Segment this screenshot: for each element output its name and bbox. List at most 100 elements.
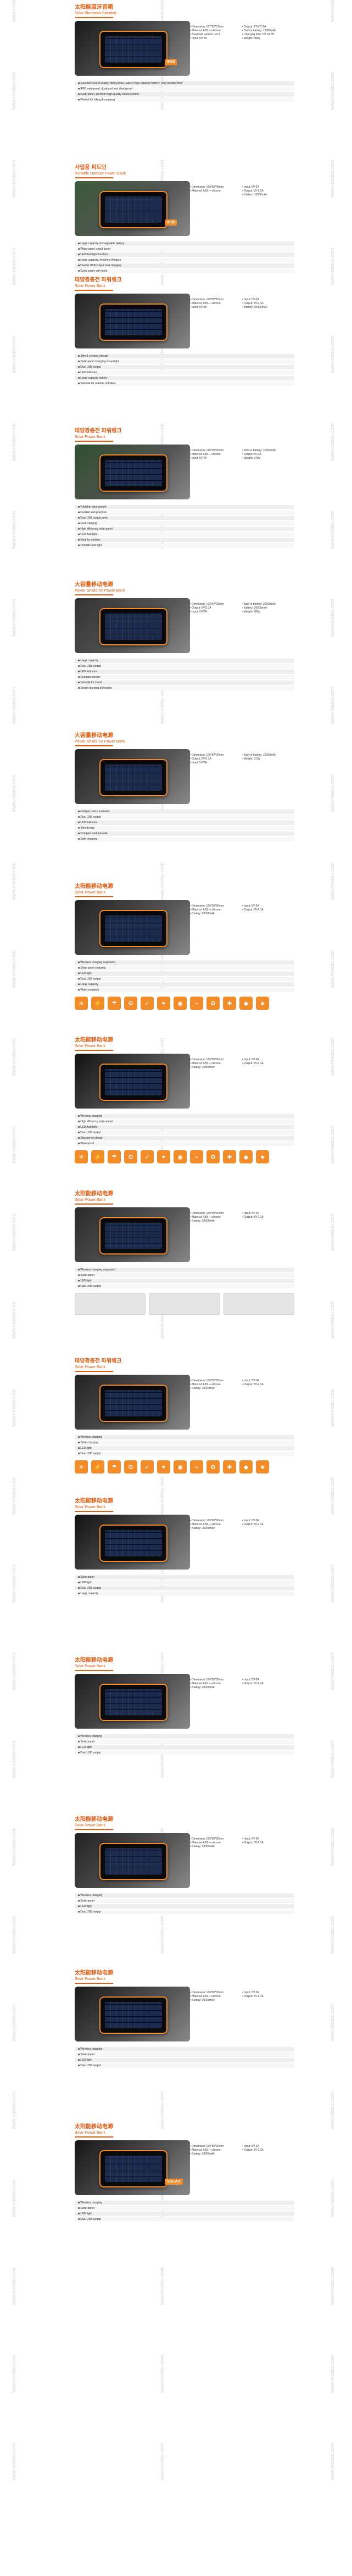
feature-icon: ☀ <box>75 1460 88 1473</box>
spec-cell: • Output: 5V-2.1A <box>242 1523 264 1526</box>
spec-row: • Input: 5V/2A• Weight: 385g <box>190 610 294 614</box>
spec-row: • Battery: 20000mAh <box>190 1999 294 2003</box>
solar-panel-grid <box>105 1069 162 1095</box>
spec-row: • Dimension: 180*95*20mm• Built-in batte… <box>190 449 294 453</box>
spec-cell: • Bluetooth version: V4.1 <box>190 33 220 36</box>
feature-item: ■ Wireless charging <box>75 2201 294 2205</box>
heading-underline <box>75 1511 113 1512</box>
spec-cell <box>242 761 294 765</box>
feature-icon: ◉ <box>174 997 187 1010</box>
feature-item: ■ Smart charging protection <box>75 686 294 690</box>
spec-row: • Dimension: 160*80*20mm• Input: 5V-2A <box>190 1519 294 1523</box>
feature-item: ■ Excellent sound quality, strong bass, … <box>75 81 294 86</box>
watermark-text: www.modou.com <box>329 2443 335 2481</box>
feature-item: ■ Dual USB output <box>75 815 294 819</box>
product-badge: SOLAR <box>165 2179 183 2185</box>
product-photo <box>75 181 190 236</box>
spec-cell: • Battery: 20000mAh <box>190 2152 215 2156</box>
spec-list: • Dimension: 160*80*20mm• Input: 5V-2A• … <box>190 1678 294 1690</box>
feature-item: ■ LED flashlight function <box>75 252 294 257</box>
feature-list: ■ Wireless charging supported■ Solar pan… <box>75 1268 294 1290</box>
spec-cell: • Built-in battery: 10000mAh <box>242 29 277 32</box>
section-title-cn: 大容量移动电源 <box>75 582 113 588</box>
feature-item: ■ Fast charging <box>75 521 294 526</box>
spec-cell <box>242 1219 294 1223</box>
spec-cell: • Input: 5V-2A <box>242 1991 259 1994</box>
product-badge: IP66 <box>165 59 177 65</box>
spec-cell: • Output: 5V-2.1A <box>242 1995 264 1998</box>
spec-row: • Battery: 26800mAh <box>190 1066 294 1070</box>
spec-cell: • Material: ABS + silicone <box>190 1383 221 1386</box>
watermark-text: www.modou.com <box>11 2443 16 2481</box>
spec-row: • Material: ABS + silicone• Output: 5V-2… <box>190 1682 294 1686</box>
spec-cell: • Input: 5V-2A <box>242 298 259 301</box>
feature-item: ■ Solar panel <box>75 1740 294 1744</box>
spec-list: • Dimension: 167*87*37mm• Output: 1*5V/2… <box>190 25 294 41</box>
spec-cell: • Material: ABS + silicone <box>190 2148 221 2152</box>
feature-item: ■ LED indicator <box>75 820 294 825</box>
solar-panel-grid <box>105 614 162 640</box>
solar-panel-grid <box>105 309 162 335</box>
spec-row: • Dimension: 160*80*20mm• Input: 5V-2A <box>190 1837 294 1841</box>
spec-row: • Battery: 20000mAh <box>190 1219 294 1223</box>
gallery-image <box>149 1293 220 1315</box>
spec-row: • Battery: 20000mAh <box>190 1387 294 1391</box>
spec-cell: • Material: ABS + silicone <box>190 189 221 193</box>
feature-item: ■ Foldable solar panels <box>75 505 294 509</box>
product-photo <box>75 1515 190 1570</box>
spec-row: • Input: 5V-2A• Battery: 20000mAh <box>190 306 294 310</box>
spec-cell: • Output: 5V-2.1A <box>242 1062 264 1065</box>
spec-row: • Battery: 20000mAh <box>190 912 294 916</box>
solar-panel-grid <box>105 1689 162 1716</box>
spec-row: • Material: ABS + silicone• Output: 5V-2… <box>190 1216 294 1219</box>
spec-cell: • Dimension: 160*80*20mm <box>190 1519 224 1522</box>
solar-panel-grid <box>105 460 162 486</box>
section-title-en: Solar Power Bank <box>75 891 106 895</box>
feature-item: ■ Large capacity <box>75 659 294 663</box>
product-photo <box>75 2140 190 2195</box>
feature-item: ■ Wireless charging <box>75 2047 294 2051</box>
spec-row: • Battery: 20000mAh <box>190 1845 294 1849</box>
product-device-shape <box>99 759 167 796</box>
spec-row: • Battery: 20000mAh <box>190 1527 294 1531</box>
section-title-cn: 태양광충전 파워뱅크 <box>75 1358 122 1364</box>
spec-cell: • Material: ABS + silicone <box>190 1841 221 1844</box>
watermark-text: www.modou.com <box>159 2355 165 2393</box>
product-photo <box>75 900 190 955</box>
feature-icon: ♻ <box>206 1460 220 1473</box>
feature-item: ■ Dual USB output <box>75 1751 294 1755</box>
feature-list: ■ Wireless charging■ Solar panel■ LED li… <box>75 1893 294 1915</box>
product-device-shape <box>99 1525 167 1562</box>
solar-panel-grid <box>105 196 162 223</box>
feature-icon: ✦ <box>157 1150 170 1163</box>
spec-list: • Dimension: 180*95*20mm• Built-in batte… <box>190 449 294 460</box>
heading-underline <box>75 290 113 291</box>
feature-icon: ★ <box>256 1460 269 1473</box>
section-title-en: Power Shield 5V Power Bank <box>75 589 125 593</box>
spec-cell: • Output: 5V-2.1A <box>242 1216 264 1219</box>
product-photo <box>75 445 190 499</box>
spec-cell: • Battery: 20000mAh <box>190 1219 215 1223</box>
spec-list: • Dimension: 160*80*20mm• Input: 5V-2A• … <box>190 1058 294 1070</box>
spec-list: • Dimension: 173*87*26mm• Built-in batte… <box>190 603 294 614</box>
feature-item: ■ Dual USB output <box>75 1284 294 1289</box>
feature-icon: ♻ <box>206 997 220 1010</box>
section-title-cn: 大容量移动电源 <box>75 733 113 739</box>
feature-item: ■ LED indicator <box>75 670 294 674</box>
feature-item: ■ Large capacity <box>75 982 294 987</box>
spec-cell: • Battery: 20000mAh <box>190 912 215 915</box>
product-photo <box>75 1674 190 1729</box>
solar-panel-grid <box>105 2002 162 2028</box>
product-photo <box>75 1054 190 1109</box>
spec-cell: • Built-in battery: 10000mAh <box>242 753 277 757</box>
